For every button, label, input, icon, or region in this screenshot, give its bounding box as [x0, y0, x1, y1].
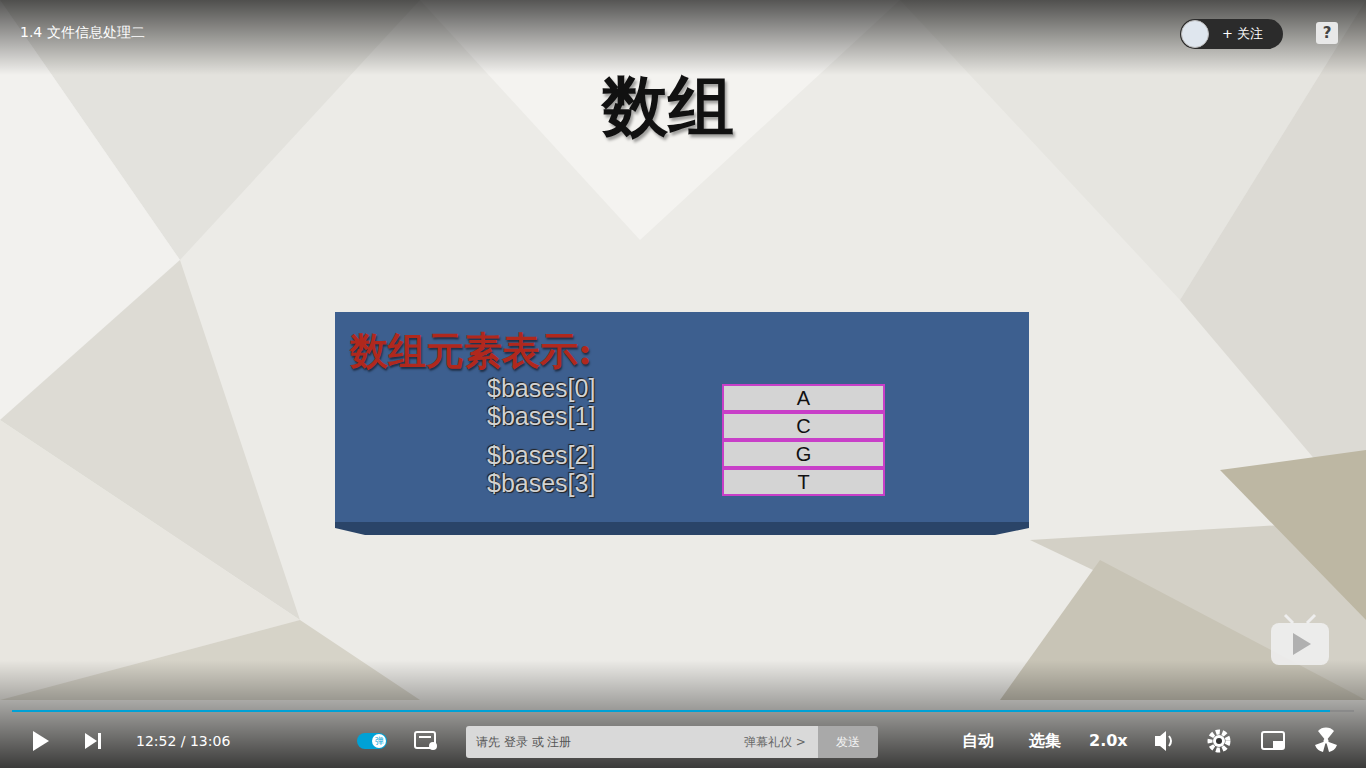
speed-button: 2.0x: [1089, 731, 1128, 750]
avatar-icon: [1181, 20, 1209, 48]
video-title: 1.4 文件信息处理二: [20, 24, 145, 42]
panel-heading: 数组元素表示:: [350, 326, 592, 377]
node-label: T: [724, 470, 883, 494]
danmaku-input: 请先 登录 或 注册 弹幕礼仪 >: [466, 726, 818, 758]
node-label: 发送: [818, 726, 878, 758]
slide-title: 数组: [0, 62, 1336, 152]
node-label: C: [724, 414, 883, 438]
content-panel: 数组元素表示:$bases[0]$bases[1] $bases[2]$bases…: [335, 312, 1029, 522]
episodes-button: 选集: [1029, 731, 1061, 752]
follow-button: + 关注: [1180, 19, 1283, 49]
array-cell: A: [722, 384, 885, 412]
node-label: A: [724, 386, 883, 410]
array-cell: T: [722, 468, 885, 496]
danmaku-toggle: 弹: [372, 734, 386, 748]
array-cell: G: [722, 440, 885, 468]
element-label: $bases[0]: [487, 374, 595, 403]
element-label: $bases[3]: [487, 469, 595, 498]
node-label: + 关注: [1180, 19, 1283, 49]
auto-button: 自动: [962, 731, 994, 752]
array-cell: C: [722, 412, 885, 440]
input-placeholder: 请先 登录 或 注册: [476, 734, 571, 751]
element-label: $bases[1]: [487, 402, 595, 431]
time-display: 12:52 / 13:06: [136, 733, 230, 749]
send-button: 发送: [818, 726, 878, 758]
help-icon: ?: [1316, 22, 1338, 44]
danmaku-etiquette-link: 弹幕礼仪 >: [744, 734, 806, 751]
node-label: G: [724, 442, 883, 466]
element-label: $bases[2]: [487, 441, 595, 470]
